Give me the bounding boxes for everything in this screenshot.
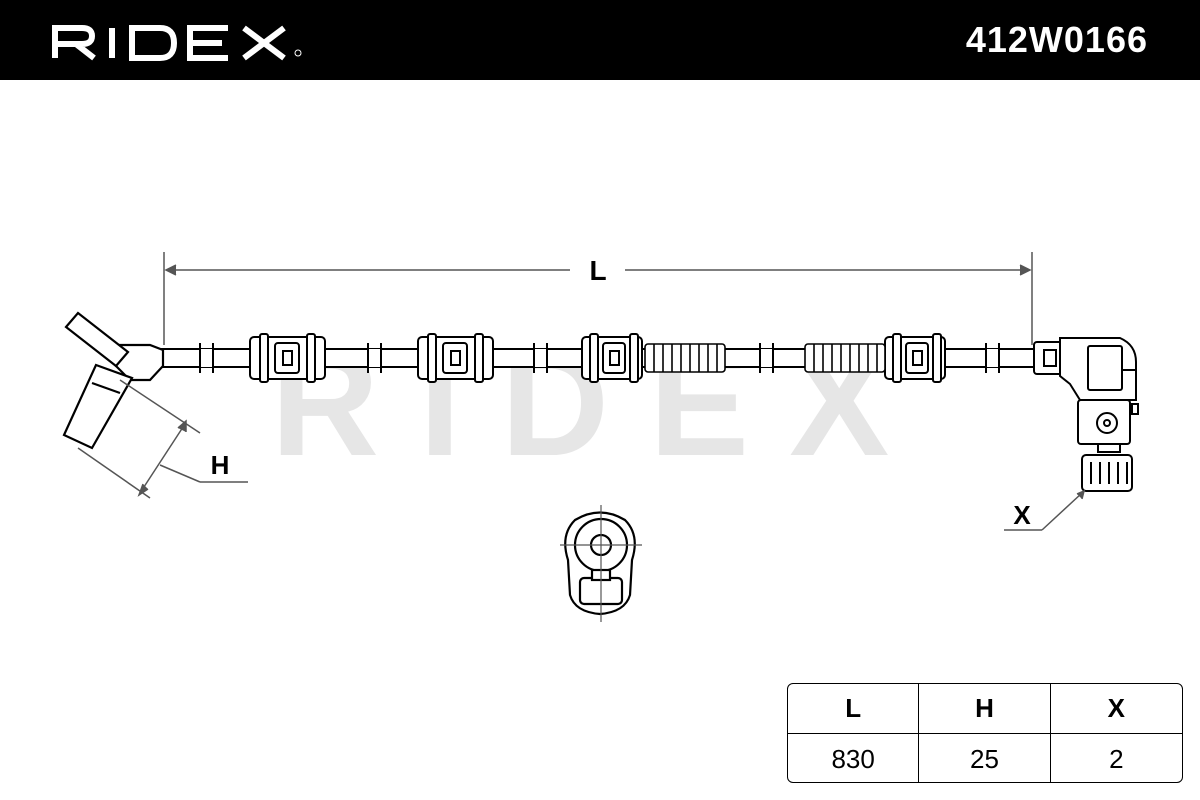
protective-sleeve (644, 343, 726, 373)
connector (1033, 337, 1139, 492)
table-value-H: 25 (919, 734, 1051, 782)
cable-break-marks (199, 343, 1000, 373)
cable-clip (884, 333, 946, 383)
watermark: RIDEX (271, 319, 929, 487)
table-value-X: 2 (1109, 743, 1124, 774)
dimension-X-label: X (1013, 500, 1031, 530)
dimension-H (77, 379, 248, 499)
ridex-logo (52, 25, 302, 61)
dimension-H-label: H (211, 450, 230, 480)
cable-clip (249, 333, 326, 383)
cable-clip (581, 333, 643, 383)
table-header-H: H (919, 684, 1051, 734)
protective-sleeve (804, 343, 886, 373)
table-header-L: L (788, 684, 920, 734)
part-number: 412W0166 (965, 19, 1148, 60)
table-value-L: 830 (788, 734, 920, 782)
dimension-L (163, 252, 1033, 345)
dimension-X (1004, 489, 1086, 531)
sensor-end-view (560, 505, 642, 622)
table-header-X: X (1050, 684, 1182, 734)
dimension-L-label: L (589, 255, 606, 286)
cable-clip (417, 333, 494, 383)
technical-drawing: RIDEX L (62, 252, 1139, 622)
header-bar: 412W0166 (0, 0, 1200, 80)
dimensions-table: L H X 830 25 2 (787, 683, 1183, 783)
sensor-head (62, 311, 165, 450)
